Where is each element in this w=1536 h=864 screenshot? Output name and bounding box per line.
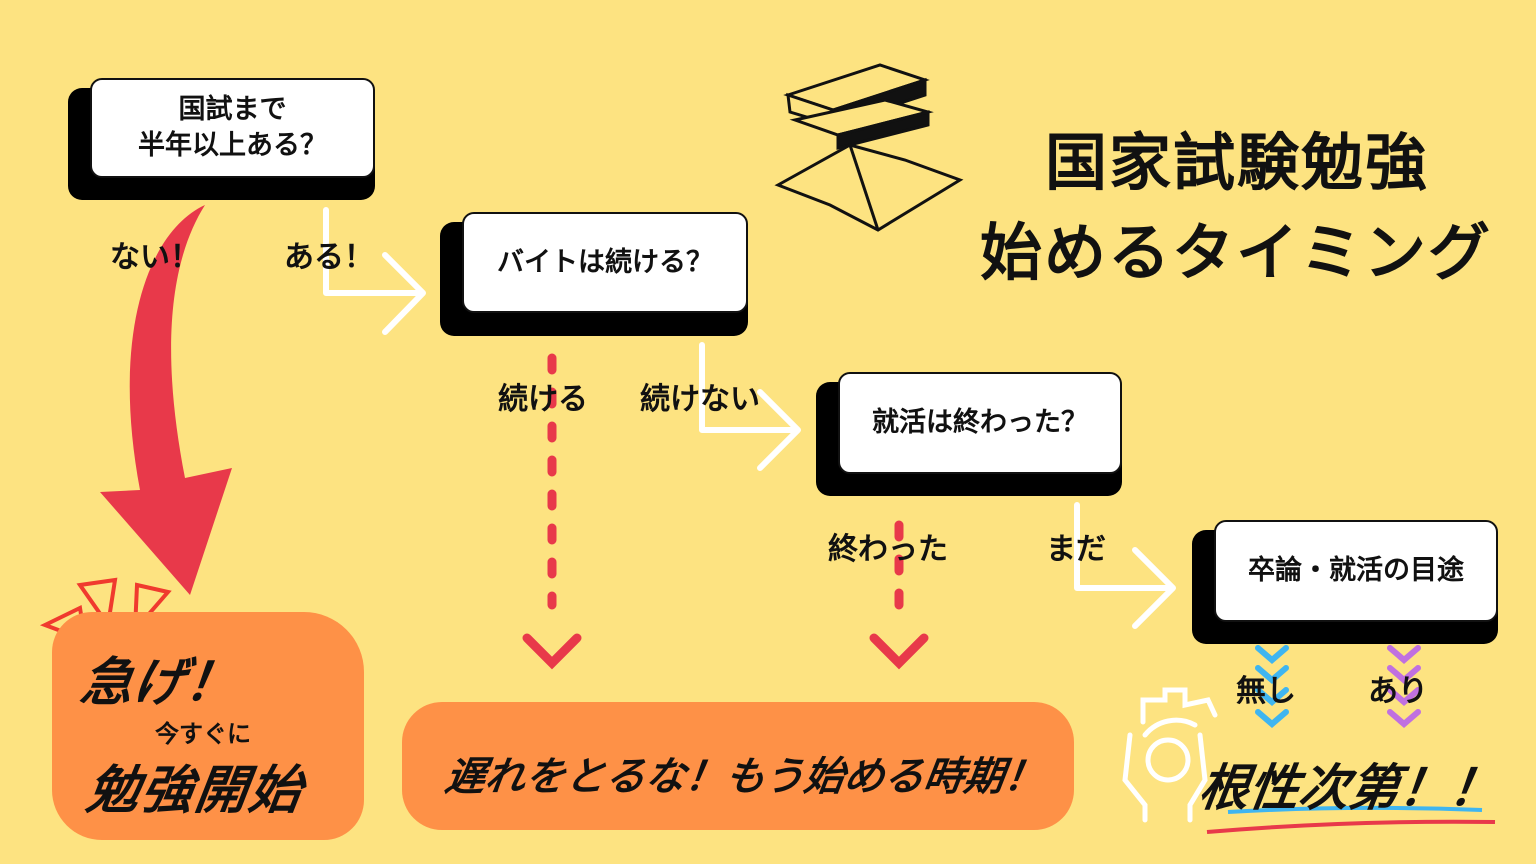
books-icon bbox=[774, 63, 964, 232]
white-arrows bbox=[323, 207, 1176, 629]
question-box-4: 卒論・就活の目途 bbox=[1214, 520, 1498, 622]
answer-q1-no: ない！ bbox=[110, 240, 200, 275]
answer-q4-none: 無し bbox=[1236, 674, 1296, 709]
title-line1: 国家試験勉強 bbox=[1045, 126, 1430, 199]
title-line2: 始めるタイミング bbox=[980, 216, 1493, 289]
result-guts-text: 根性次第！！ bbox=[1195, 759, 1504, 817]
question-1-line2: 半年以上ある？ bbox=[138, 130, 327, 161]
question-box-3: 就活は終わった？ bbox=[838, 372, 1122, 474]
answer-q2-yes: 続ける bbox=[498, 382, 588, 417]
question-4-label: 卒論・就活の目途 bbox=[1248, 555, 1464, 586]
answer-q3-yes: 終わった bbox=[828, 532, 948, 567]
question-3-label: 就活は終わった？ bbox=[872, 407, 1088, 438]
answer-q2-no: 続けない bbox=[640, 382, 760, 417]
red-dashed-arrows bbox=[522, 353, 929, 670]
red-curved-arrow-icon bbox=[100, 205, 232, 595]
red-underline bbox=[1206, 819, 1496, 834]
result-hurry-sub: 今すぐに bbox=[155, 720, 251, 748]
answer-q3-no: まだ bbox=[1046, 532, 1106, 567]
question-1-line1: 国試まで bbox=[178, 94, 287, 125]
blue-chevrons bbox=[1255, 645, 1289, 728]
result-late-card bbox=[402, 702, 1074, 830]
answer-q4-some: あり bbox=[1368, 674, 1428, 709]
question-box-1: 国試まで半年以上ある？ bbox=[90, 78, 375, 178]
purple-chevrons bbox=[1387, 645, 1421, 728]
result-late-text: 遅れをとるな！もう始める時期！ bbox=[442, 754, 1048, 800]
gear-hands-icon bbox=[1122, 687, 1218, 823]
blue-underline bbox=[1227, 805, 1483, 814]
result-hurry-headline: 急げ！ bbox=[77, 653, 242, 713]
answer-q1-yes: ある！ bbox=[284, 240, 374, 275]
question-box-2: バイトは続ける？ bbox=[462, 212, 748, 313]
result-hurry-main: 勉強開始 bbox=[83, 761, 308, 821]
question-2-label: バイトは続ける？ bbox=[497, 246, 713, 278]
result-hurry-card bbox=[52, 612, 364, 840]
